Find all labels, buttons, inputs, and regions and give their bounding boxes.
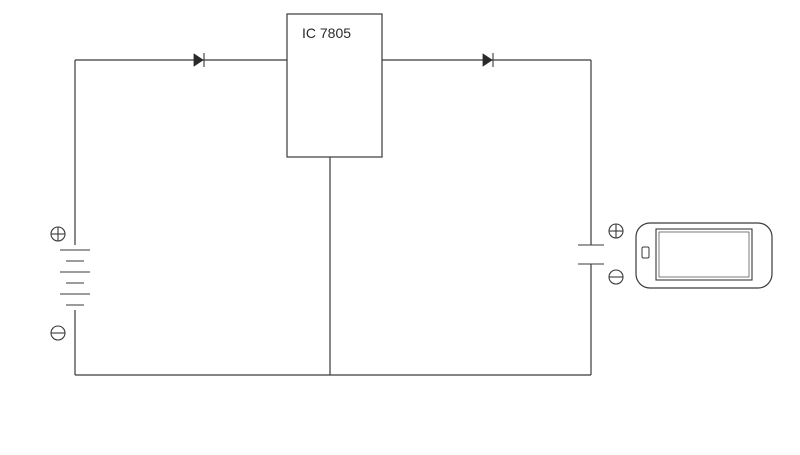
output-terminal [578, 244, 604, 265]
smartphone-icon [635, 222, 773, 289]
battery-positive-icon [50, 226, 66, 242]
regulator-ic-body [286, 13, 383, 158]
regulator-ic-label: IC 7805 [302, 25, 351, 41]
smartphone-home-button [641, 246, 650, 259]
regulator-ic: IC 7805 [286, 13, 383, 158]
diode-output-triangle [482, 53, 493, 67]
diode-output [482, 53, 494, 67]
battery-negative-icon [50, 325, 66, 341]
output-positive-icon [608, 223, 624, 239]
diode-input-triangle [193, 53, 204, 67]
battery [60, 249, 90, 306]
output-negative-icon [608, 269, 624, 285]
diode-input [193, 53, 205, 67]
smartphone-screen-inner [658, 231, 750, 278]
smartphone-screen [655, 228, 753, 281]
